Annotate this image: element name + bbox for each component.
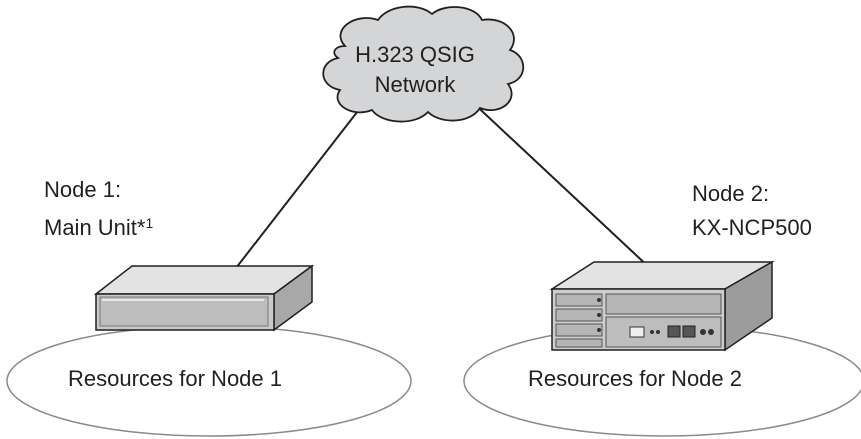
node1-title: Node 1: bbox=[44, 177, 122, 202]
connection-line-node1 bbox=[235, 97, 369, 269]
node2-title: Node 2: bbox=[692, 181, 770, 206]
node2-name: KX-NCP500 bbox=[692, 215, 812, 240]
cloud-label-line2: Network bbox=[374, 72, 456, 97]
node1-footnote-mark: 1 bbox=[145, 215, 154, 231]
network-cloud-label: H.323 QSIG Network bbox=[320, 40, 510, 100]
main-unit-device-icon bbox=[93, 264, 315, 332]
resources-node1-label: Resources for Node 1 bbox=[68, 366, 282, 391]
kx-ncp500-device-icon bbox=[549, 260, 775, 352]
connection-line-node2 bbox=[467, 97, 653, 271]
resources-node2-label: Resources for Node 2 bbox=[528, 366, 742, 391]
network-cloud bbox=[322, 5, 525, 123]
node1-name-text: Main Unit* bbox=[44, 215, 146, 240]
cloud-label-line1: H.323 QSIG bbox=[355, 42, 475, 67]
node1-name: Main Unit*1 bbox=[44, 210, 153, 241]
